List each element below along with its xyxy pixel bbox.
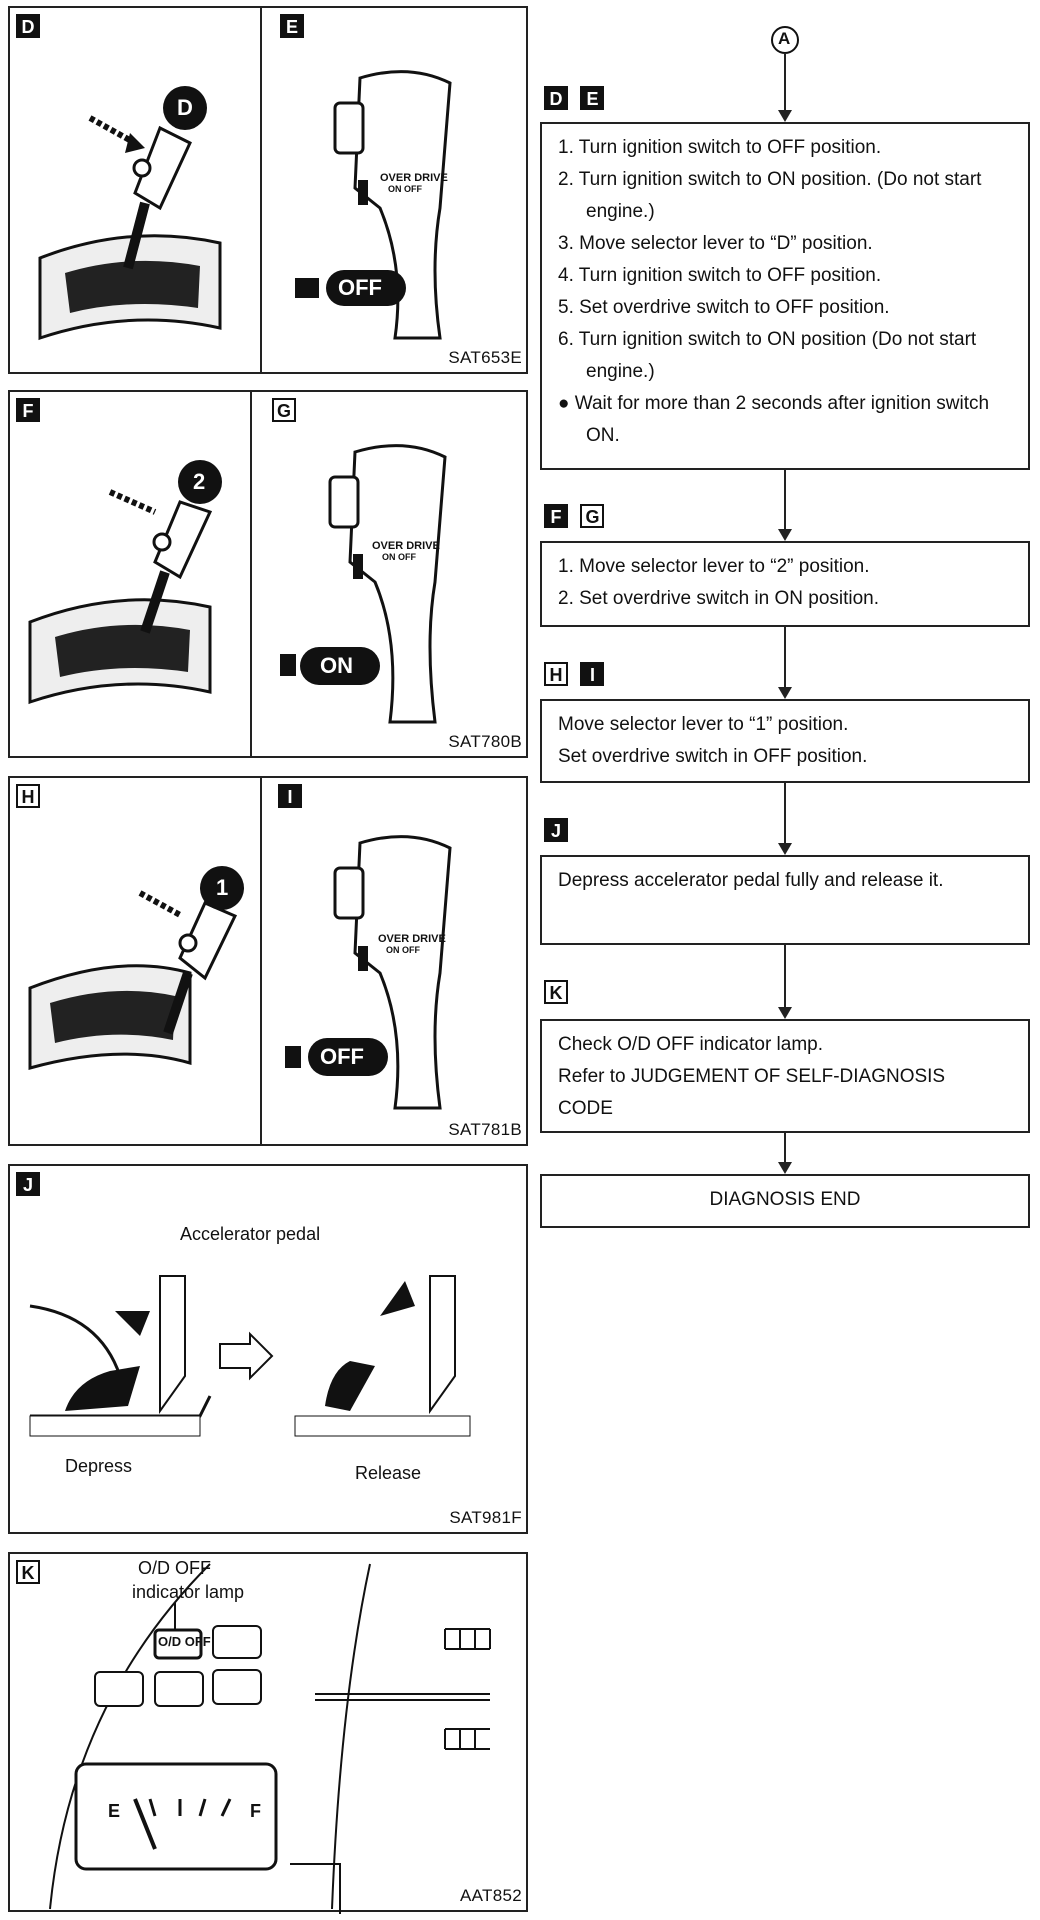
badge-fg: 2 [193,469,206,494]
tag-k: K [16,1560,40,1584]
switch-label: ON [320,653,353,678]
tag-d: D [16,14,40,38]
step-3-item: Move selector lever to “1” position. [558,714,849,735]
figure-k: K O/D OFF indicator lamp O/D OFF E F AAT… [8,1552,528,1914]
tag-i: I [580,662,605,686]
step-1-item: 3. Move selector lever to “D” position. [558,233,873,254]
badge-hi: 1 [216,875,229,900]
accelerator-pedal-illustration [29,1275,471,1437]
gauge-f-label: F [250,1801,261,1821]
overdrive-onoff: ON OFF [382,552,416,562]
tag-k: K [544,980,568,1004]
figure-code: AAT852 [460,1886,522,1905]
step-1-item: 1. Turn ignition switch to OFF position. [558,137,882,158]
lamp-text: O/D OFF [158,1634,211,1649]
tag-f: F [16,398,40,422]
gauge-e-label: E [108,1801,121,1821]
overdrive-onoff: ON OFF [388,184,422,194]
diagnosis-end-box: DIAGNOSIS END [540,1174,1030,1228]
flow-tags-j: J [544,818,576,842]
step-4-item: Depress accelerator pedal fully and rele… [558,870,944,891]
badge-de: D [177,95,193,120]
figure-de: D E D OVER DRIVE ON OFF OFF SAT653E [8,6,528,374]
step-2-item: 2. Set overdrive switch in ON position. [558,588,880,609]
tag-e: E [280,14,304,38]
figure-hi: H I 1 OVER DRIVE ON OFF OFF SAT781B [8,776,528,1146]
step-1-box: 1. Turn ignition switch to OFF position.… [540,122,1030,470]
figure-code: SAT653E [448,348,522,367]
tag-g: G [580,504,605,528]
switch-label: OFF [320,1044,364,1069]
step-2-box: 1. Move selector lever to “2” position. … [540,541,1030,627]
tag-h: H [16,784,40,808]
step-4-box: Depress accelerator pedal fully and rele… [540,855,1030,945]
tag-g: G [272,398,296,422]
step-3-box: Move selector lever to “1” position. Set… [540,699,1030,783]
figure-code: SAT781B [448,1120,522,1139]
step-1-item: 4. Turn ignition switch to OFF position. [558,265,882,286]
selector-lever-illustration [28,835,452,1110]
flow-tags-k: K [544,980,576,1004]
step-1-item: 5. Set overdrive switch to OFF position. [558,297,890,318]
step-5-box: Check O/D OFF indicator lamp. Refer to J… [540,1019,1030,1133]
switch-label: OFF [338,275,382,300]
tag-e: E [580,86,605,110]
step-3-item: Set overdrive switch in OFF position. [558,746,868,767]
tag-j: J [544,818,568,842]
flow-tags-fg: F G [544,504,612,528]
start-marker: A [778,29,791,48]
overdrive-onoff: ON OFF [386,945,420,955]
instrument-cluster-illustration [49,1563,491,1914]
release-label: Release [355,1463,422,1483]
tag-h: H [544,662,568,686]
tag-j: J [16,1172,40,1196]
step-1-item: 6. Turn ignition switch to ON position (… [558,329,977,382]
lamp-label-1: O/D OFF [138,1558,211,1578]
figure-fg: F G 2 OVER DRIVE ON OFF ON SAT780B [8,390,528,758]
tag-d: D [544,86,568,110]
tag-i: I [278,784,302,808]
flow-tags-hi: H I [544,662,612,686]
step-1-item: 2. Turn ignition switch to ON position. … [558,169,982,222]
tag-f: F [544,504,568,528]
step-5-item: Check O/D OFF indicator lamp. [558,1034,824,1055]
overdrive-label: OVER DRIVE [378,933,446,945]
figure-code: SAT981F [449,1508,522,1527]
accelerator-pedal-label: Accelerator pedal [180,1224,321,1244]
overdrive-label: OVER DRIVE [380,172,448,184]
flow-tags-de: D E [544,86,612,110]
depress-label: Depress [65,1456,133,1476]
figure-code: SAT780B [448,732,522,751]
step-2-item: 1. Move selector lever to “2” position. [558,556,870,577]
step-5-item: Refer to JUDGEMENT OF SELF-DIAGNOSIS COD… [558,1066,946,1119]
figure-j: J Accelerator pedal Depress Release SAT9… [8,1164,528,1534]
overdrive-label: OVER DRIVE [372,540,440,552]
selector-lever-illustration [38,70,452,341]
selector-lever-illustration [28,444,447,724]
lamp-label-2: indicator lamp [132,1582,245,1602]
step-1-item: ● Wait for more than 2 seconds after ign… [558,393,990,446]
